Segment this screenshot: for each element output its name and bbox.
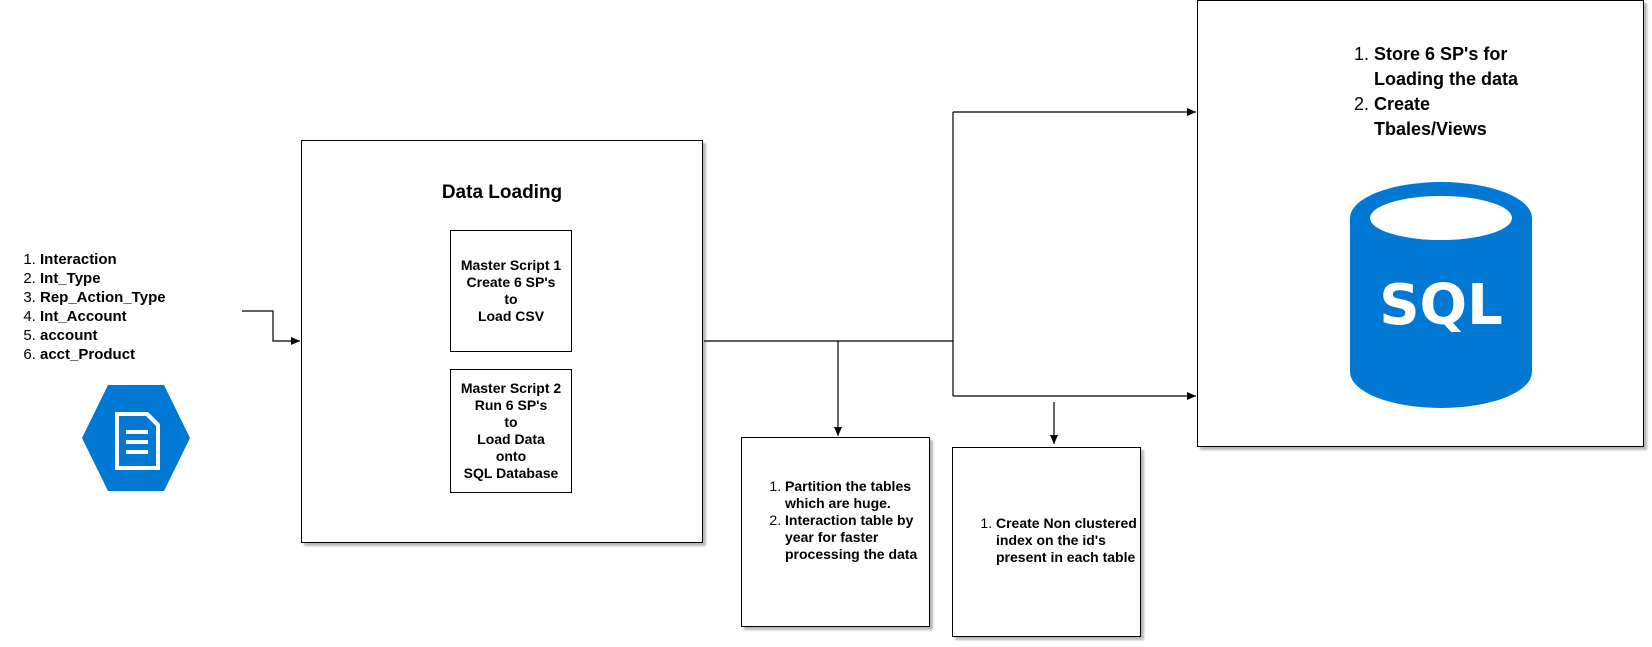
- source-item: Interaction: [40, 250, 166, 269]
- master-script-2-box: Master Script 2 Run 6 SP's to Load Data …: [450, 369, 572, 493]
- data-loading-title: Data Loading: [441, 182, 563, 203]
- index-note-box: Create Non clustered index on the id's p…: [952, 447, 1141, 637]
- source-table-list: Interaction Int_Type Rep_Action_Type Int…: [22, 250, 166, 364]
- arrow-source-to-loading: [242, 310, 300, 345]
- sql-target-item: Store 6 SP's for Loading the data: [1374, 42, 1542, 92]
- partition-note-item: Partition the tables which are huge.: [785, 478, 927, 512]
- master-script-2-text: Master Script 2 Run 6 SP's to Load Data …: [460, 380, 562, 481]
- document-hexagon-icon: [82, 385, 190, 491]
- source-item: Int_Account: [40, 307, 166, 326]
- sql-target-list: Store 6 SP's for Loading the data Create…: [1352, 42, 1542, 142]
- partition-note-item: Interaction table by year for faster pro…: [785, 512, 927, 563]
- partition-note-box: Partition the tables which are huge. Int…: [741, 437, 930, 627]
- sql-target-item: Create Tbales/Views: [1374, 92, 1542, 142]
- source-item: Int_Type: [40, 269, 166, 288]
- index-note-item: Create Non clustered index on the id's p…: [996, 515, 1138, 566]
- sql-database-icon: SQL: [1350, 182, 1532, 408]
- source-item: acct_Product: [40, 345, 166, 364]
- master-script-1-text: Master Script 1 Create 6 SP's to Load CS…: [460, 257, 562, 324]
- sql-icon-label: SQL: [1379, 273, 1503, 338]
- source-item: Rep_Action_Type: [40, 288, 166, 307]
- source-item: account: [40, 326, 166, 345]
- master-script-1-box: Master Script 1 Create 6 SP's to Load CS…: [450, 230, 572, 352]
